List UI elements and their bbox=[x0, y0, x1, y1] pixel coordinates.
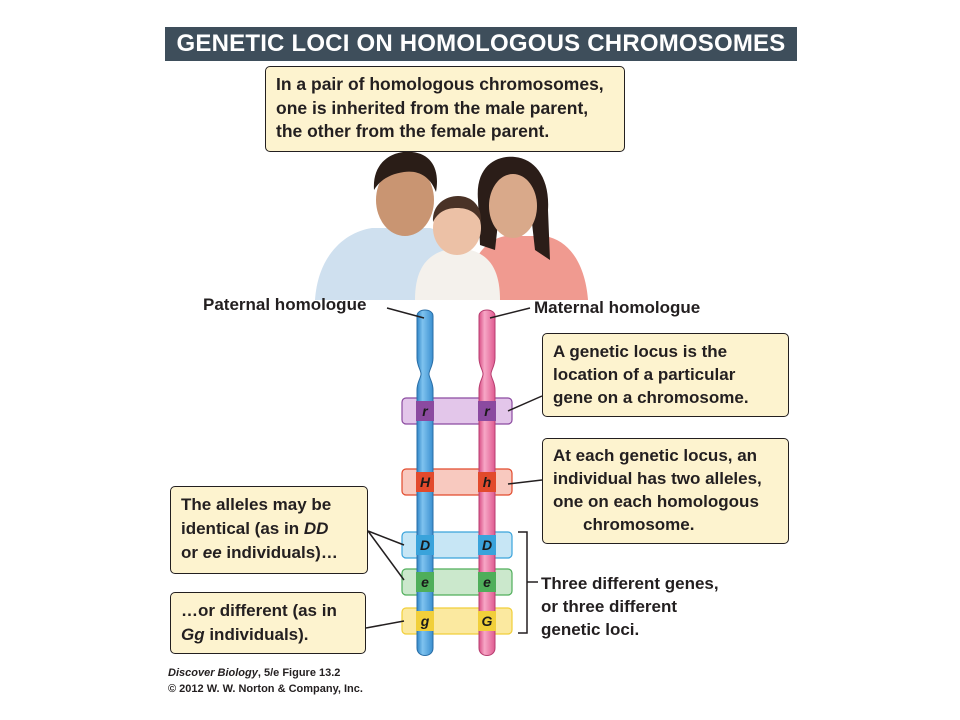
locus-line-3: gene on a chromosome. bbox=[553, 388, 749, 407]
locus-leader bbox=[507, 395, 543, 412]
paternal-allele-label-1: r bbox=[422, 403, 429, 419]
mother-hair bbox=[477, 156, 550, 260]
maternal-allele-label-2: h bbox=[483, 474, 492, 490]
paternal-allele-label-5: g bbox=[420, 613, 430, 629]
figure-credits: Discover Biology, 5/e Figure 13.2 © 2012… bbox=[168, 665, 363, 697]
identical-line-3: or ee individuals)… bbox=[181, 543, 338, 562]
maternal-allele-marker-1 bbox=[478, 401, 496, 421]
alleles-leader bbox=[507, 479, 543, 485]
paternal-allele-marker-4 bbox=[416, 572, 434, 592]
paternal-allele-label-4: e bbox=[421, 574, 429, 590]
inheritance-callout: In a pair of homologous chromosomes, one… bbox=[265, 66, 625, 152]
three-loci-line-1: Three different genes, bbox=[541, 574, 719, 593]
different-line-2: Gg individuals). bbox=[181, 625, 309, 644]
inheritance-line-1: In a pair of homologous chromosomes, bbox=[276, 74, 604, 94]
locus-line-1: A genetic locus is the bbox=[553, 342, 728, 361]
maternal-allele-label-3: D bbox=[482, 537, 492, 553]
three-loci-label: Three different genes, or three differen… bbox=[541, 572, 719, 641]
maternal-allele-marker-2 bbox=[478, 472, 496, 492]
paternal-allele-label-3: D bbox=[420, 537, 430, 553]
inheritance-line-3: the other from the female parent. bbox=[276, 121, 550, 141]
different-alleles-callout: …or different (as in Gg individuals). bbox=[170, 592, 366, 654]
maternal-allele-label-4: e bbox=[483, 574, 491, 590]
three-loci-bracket bbox=[518, 531, 528, 634]
locus-line-2: location of a particular bbox=[553, 365, 736, 384]
three-loci-line-3: genetic loci. bbox=[541, 620, 640, 639]
alleles-line-4: chromosome. bbox=[583, 515, 695, 534]
maternal-allele-marker-3 bbox=[478, 535, 496, 555]
alleles-line-2: individual has two alleles, bbox=[553, 469, 762, 488]
identical-leader-e bbox=[367, 530, 405, 581]
father-face bbox=[376, 164, 434, 236]
family-illustration bbox=[315, 151, 588, 300]
locus-definition-callout: A genetic locus is the location of a par… bbox=[542, 333, 789, 417]
baby-hair bbox=[432, 196, 482, 222]
paternal-allele-label-2: H bbox=[420, 474, 431, 490]
paternal-allele-marker-3 bbox=[416, 535, 434, 555]
maternal-leader bbox=[489, 307, 531, 319]
paternal-allele-marker-2 bbox=[416, 472, 434, 492]
maternal-allele-label-5: G bbox=[482, 613, 493, 629]
father-hair bbox=[373, 151, 437, 192]
leader-lines bbox=[365, 307, 543, 634]
baby-face bbox=[433, 201, 481, 255]
identical-line-2: identical (as in DD bbox=[181, 519, 329, 538]
maternal-homologue-label: Maternal homologue bbox=[534, 298, 701, 317]
paternal-leader bbox=[386, 307, 425, 319]
maternal-allele-marker-4 bbox=[478, 572, 496, 592]
three-loci-line-2: or three different bbox=[541, 597, 678, 616]
identical-line-1: The alleles may be bbox=[181, 495, 332, 514]
identical-leader-d bbox=[367, 530, 405, 546]
maternal-allele-label-1: r bbox=[484, 403, 491, 419]
alleles-line-3: one on each homologous bbox=[553, 492, 759, 511]
title-bar: GENETIC LOCI ON HOMOLOGOUS CHROMOSOMES bbox=[165, 27, 797, 61]
different-leader bbox=[365, 620, 405, 629]
baby-body bbox=[415, 248, 500, 300]
paternal-allele-marker-5 bbox=[416, 611, 434, 631]
figure-title: GENETIC LOCI ON HOMOLOGOUS CHROMOSOMES bbox=[176, 30, 786, 57]
inheritance-line-2: one is inherited from the male parent, bbox=[276, 97, 589, 118]
copyright-notice: © 2012 W. W. Norton & Company, Inc. bbox=[168, 683, 363, 695]
paternal-allele-marker-1 bbox=[416, 401, 434, 421]
alleles-line-1: At each genetic locus, an bbox=[553, 446, 758, 465]
figure-source: Discover Biology, 5/e Figure 13.2 bbox=[168, 667, 341, 679]
maternal-allele-marker-5 bbox=[478, 611, 496, 631]
paternal-homologue-label: Paternal homologue bbox=[203, 295, 367, 314]
identical-alleles-callout: The alleles may be identical (as in DD o… bbox=[170, 486, 368, 574]
two-alleles-callout: At each genetic locus, an individual has… bbox=[542, 438, 789, 544]
different-line-1: …or different (as in bbox=[181, 601, 337, 620]
mother-face bbox=[489, 174, 537, 238]
